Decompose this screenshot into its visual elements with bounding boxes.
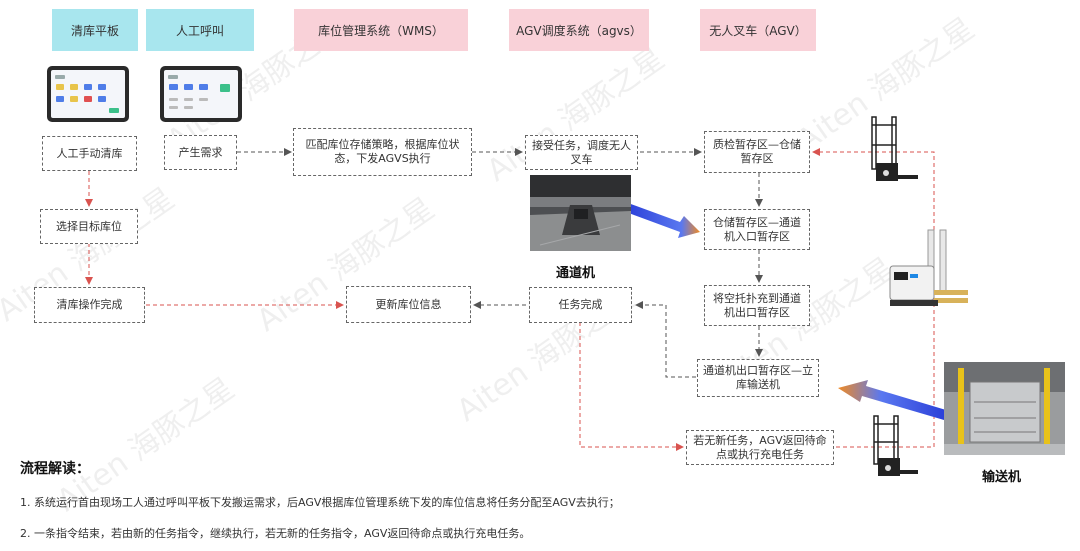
box-no-new-task: 若无新任务，AGV返回待命点或执行充电任务 — [686, 430, 834, 465]
box-accept-task: 接受任务，调度无人叉车 — [525, 135, 638, 170]
box-generate-demand: 产生需求 — [164, 135, 237, 170]
conveyor-caption: 输送机 — [982, 470, 1022, 485]
channel-machine-photo — [530, 175, 631, 251]
box-update-info: 更新库位信息 — [346, 286, 471, 323]
agv-forklift-photo — [860, 226, 970, 314]
conveyor-photo — [944, 362, 1065, 455]
box-clear-done: 清库操作完成 — [34, 287, 145, 323]
box-match-strategy: 匹配库位存储策略，根据库位状态，下发AGVS执行 — [293, 128, 472, 176]
box-qc-to-storage: 质检暂存区—仓储暂存区 — [704, 131, 810, 173]
box-empty-pallet: 将空托扑充到通道机出口暂存区 — [704, 285, 810, 326]
tablet-image — [47, 66, 129, 122]
tablet-image — [160, 66, 242, 122]
notes-title: 流程解读： — [20, 461, 90, 477]
header-agvs: AGV调度系统（agvs） — [509, 9, 649, 51]
channel-machine-caption: 通道机 — [556, 266, 596, 281]
box-task-done: 任务完成 — [529, 287, 632, 323]
header-wms: 库位管理系统（WMS） — [294, 9, 468, 51]
box-select-target: 选择目标库位 — [40, 209, 138, 244]
agv-forklift-image — [864, 115, 920, 185]
note-item: 2. 一条指令结束，若由新的任务指令，继续执行，若无新的任务指令，AGV返回待命… — [20, 527, 531, 540]
header-tablet-clear: 清库平板 — [52, 9, 138, 51]
box-channel-to-conveyor: 通道机出口暂存区—立库输送机 — [697, 359, 819, 397]
box-storage-to-channel: 仓储暂存区—通道机入口暂存区 — [704, 209, 810, 250]
box-manual-clear: 人工手动清库 — [42, 136, 137, 171]
header-manual-call: 人工呼叫 — [146, 9, 254, 51]
header-agv: 无人叉车（AGV） — [700, 9, 816, 51]
note-item: 1. 系统运行首由现场工人通过呼叫平板下发搬运需求，后AGV根据库位管理系统下发… — [20, 496, 620, 509]
agv-forklift-image — [866, 414, 920, 480]
